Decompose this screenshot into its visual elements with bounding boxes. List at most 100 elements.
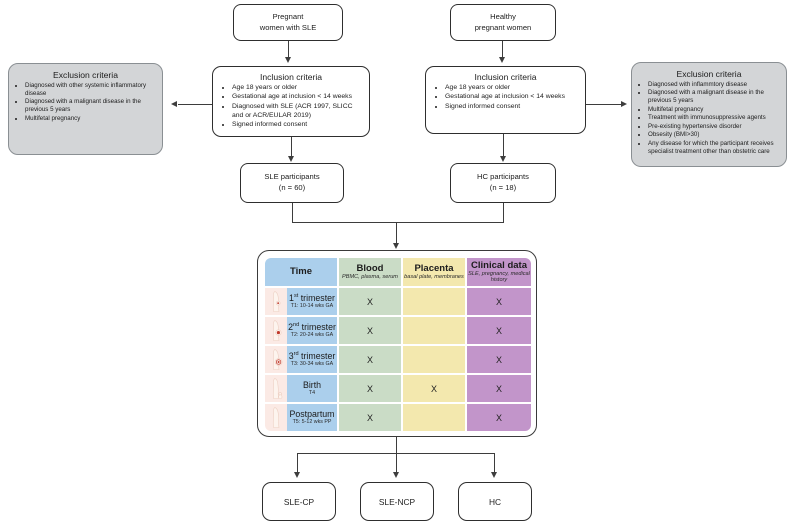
hc-exclusion-list: Diagnosed with inflammtory disease Diagn… [638, 81, 780, 155]
row-sublabel-t2: T2: 20-24 wks GA [290, 331, 334, 338]
connector-line [297, 453, 299, 473]
postpartum-figure-icon [265, 404, 287, 431]
clinical-header-label: Clinical data [471, 259, 527, 271]
column-header-blood: Blood PBMC, plasma, serum [339, 258, 401, 286]
cell-t3-clinical: X [467, 346, 531, 373]
arrow-left-icon [171, 100, 177, 107]
connector-line [503, 134, 505, 156]
connector-line [288, 41, 290, 57]
placenta-header-sub: basal plate, membranes [404, 273, 464, 280]
clinical-header-sub: SLE, pregnancy, medical history [468, 270, 530, 283]
list-item: Any disease for which the participant re… [648, 140, 780, 156]
list-item: Gestational age at inclusion < 14 weeks [445, 93, 578, 102]
column-header-placenta: Placenta basal plate, membranes [403, 258, 465, 286]
hc-population-line2: pregnant women [474, 22, 532, 32]
sle-participants-box: SLE participants (n = 60) [240, 163, 344, 203]
connector-line [396, 453, 398, 473]
hc-exclusion-title: Exclusion criteria [676, 69, 742, 79]
connector-line [396, 437, 398, 453]
row-label-text: trimester [298, 350, 336, 361]
hc-participants-line1: HC participants [477, 172, 529, 182]
cell-t3-blood: X [339, 346, 401, 373]
cell-t2-clinical: X [467, 317, 531, 344]
connector-line [503, 203, 505, 222]
table-row-t2-time: 2nd trimester T2: 20-24 wks GA [265, 317, 337, 344]
hc-participants-count: (n = 18) [489, 183, 517, 192]
connector-line [586, 104, 622, 106]
connector-line [494, 453, 496, 473]
cell-t4-blood: X [339, 375, 401, 402]
group-box-sle-ncp: SLE-NCP [360, 482, 434, 521]
connector-line [178, 104, 212, 106]
list-item: Gestational age at inclusion < 14 weeks [232, 93, 362, 102]
connector-line [291, 137, 293, 156]
cell-t5-clinical: X [467, 404, 531, 431]
group-label-hc: HC [488, 496, 502, 507]
column-header-clinical: Clinical data SLE, pregnancy, medical hi… [467, 258, 531, 286]
arrow-down-icon [498, 57, 505, 63]
connector-line [502, 41, 504, 57]
table-row-t1-time: 1st trimester T1: 10-14 wks GA [265, 288, 337, 315]
arrow-down-icon [287, 156, 294, 162]
hc-inclusion-criteria-box: Inclusion criteria Age 18 years or older… [425, 66, 586, 134]
list-item: Signed informed consent [232, 121, 362, 130]
sle-population-box: Pregnant women with SLE [233, 4, 343, 41]
sle-exclusion-criteria-box: Exclusion criteria Diagnosed with other … [8, 63, 163, 155]
row-label-sup: st [293, 292, 299, 299]
table-row-t5-time: Postpartum T5: 5-12 wks PP [265, 404, 337, 431]
column-header-time: Time [265, 258, 337, 286]
list-item: Multifetal pregnancy [25, 115, 156, 123]
sampling-grid: Time Blood PBMC, plasma, serum Placenta … [265, 258, 531, 431]
group-label-sle-cp: SLE-CP [283, 496, 315, 507]
row-sublabel-t5: T5: 5-12 wks PP [292, 418, 332, 425]
arrow-down-icon [499, 156, 506, 162]
sle-participants-line1: SLE participants [264, 172, 320, 182]
group-label-sle-ncp: SLE-NCP [378, 496, 416, 507]
blood-header-sub: PBMC, plasma, serum [342, 273, 398, 280]
list-item: Diagnosed with a malignant disease in th… [25, 98, 156, 114]
cell-t4-clinical: X [467, 375, 531, 402]
row-label-text: 1 [289, 292, 294, 303]
arrow-down-icon [284, 57, 291, 63]
pregnant-figure-second-trimester-icon [265, 317, 287, 344]
sle-exclusion-list: Diagnosed with other systemic inflammato… [15, 82, 156, 123]
arrow-down-icon [392, 472, 399, 478]
row-label-text: 2 [288, 321, 293, 332]
row-label-text: 3 [288, 350, 294, 361]
sle-inclusion-list: Age 18 years or older Gestational age at… [220, 84, 362, 130]
connector-line [297, 453, 494, 455]
sle-inclusion-title: Inclusion criteria [259, 72, 323, 82]
sle-inclusion-criteria-box: Inclusion criteria Age 18 years or older… [212, 66, 370, 137]
list-item: Obsesity (BMI>30) [648, 131, 780, 139]
list-item: Signed informed consent [445, 103, 578, 112]
list-item: Pre-existing hypertensive disorder [648, 123, 780, 131]
arrow-right-icon [621, 100, 627, 107]
arrow-down-icon [293, 472, 300, 478]
mother-with-newborn-icon [265, 375, 287, 402]
list-item: Diagnosed with inflammtory disease [648, 81, 780, 89]
row-sublabel-t3: T3: 30-34 wks GA [290, 360, 334, 367]
row-label-text: Postpartum [289, 408, 335, 419]
placenta-header-label: Placenta [414, 262, 454, 274]
row-label-t1: 1st trimester T1: 10-14 wks GA [287, 288, 337, 315]
cell-t5-blood: X [339, 404, 401, 431]
hc-population-box: Healthy pregnant women [450, 4, 556, 41]
list-item: Multifetal pregnancy [648, 106, 780, 114]
sle-exclusion-title: Exclusion criteria [53, 70, 118, 80]
table-row-t3-time: 3rd trimester T3: 30-34 wks GA [265, 346, 337, 373]
hc-population-line1: Healthy [490, 11, 516, 21]
hc-participants-box: HC participants (n = 18) [450, 163, 556, 203]
sampling-schedule-table: Time Blood PBMC, plasma, serum Placenta … [257, 250, 537, 437]
hc-exclusion-criteria-box: Exclusion criteria Diagnosed with inflam… [631, 62, 787, 167]
hc-inclusion-list: Age 18 years or older Gestational age at… [433, 84, 578, 112]
arrow-down-icon [392, 243, 399, 249]
row-label-t5: Postpartum T5: 5-12 wks PP [287, 404, 337, 431]
list-item: Diagnosed with other systemic inflammato… [25, 82, 156, 98]
cell-t1-blood: X [339, 288, 401, 315]
row-sublabel-t4: T4 [308, 389, 316, 396]
list-item: Diagnosed with a malignant disease in th… [648, 89, 780, 105]
row-label-t2: 2nd trimester T2: 20-24 wks GA [287, 317, 337, 344]
list-item: Treatment with immunosuppressive agents [648, 114, 780, 122]
group-box-hc: HC [458, 482, 532, 521]
